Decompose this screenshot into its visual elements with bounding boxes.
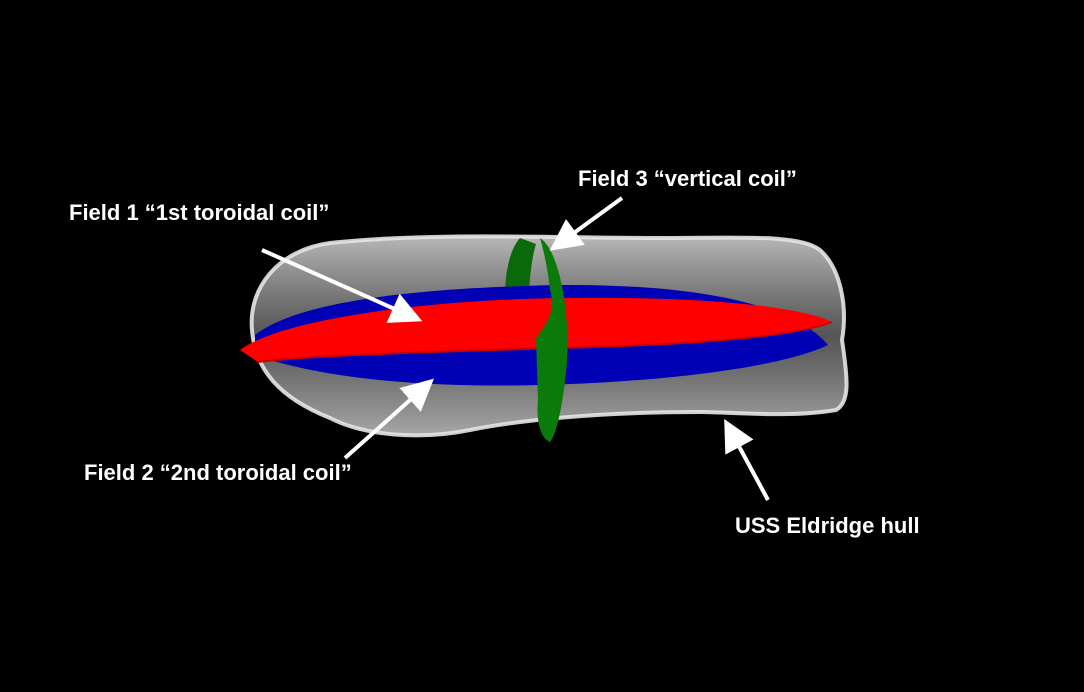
field-2-arrow <box>343 378 434 460</box>
hull-label: USS Eldridge hull <box>735 513 920 538</box>
field-3-label: Field 3 “vertical coil” <box>578 166 797 191</box>
field-3-arrow <box>549 196 624 251</box>
field-1-arrow <box>261 248 423 323</box>
field-1-label: Field 1 “1st toroidal coil” <box>69 200 330 225</box>
field-3-vertical-coil-front <box>536 238 568 442</box>
hull-arrow <box>724 418 770 501</box>
field-2-label: Field 2 “2nd toroidal coil” <box>84 460 352 485</box>
